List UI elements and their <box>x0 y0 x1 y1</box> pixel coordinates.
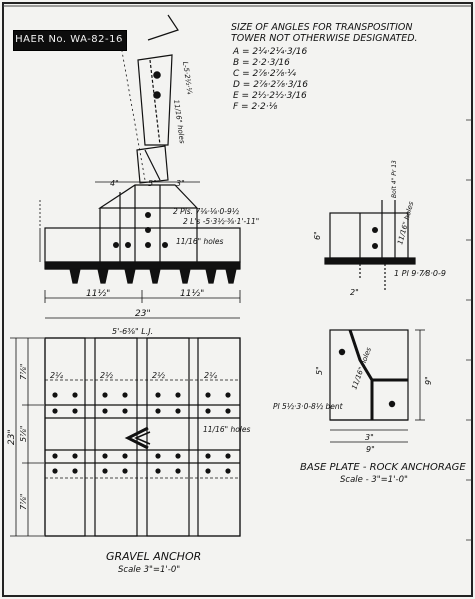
gravel-anchor-title: GRAVEL ANCHOR <box>106 550 201 563</box>
rock-anchor-plan <box>329 329 425 443</box>
gravel-anchor-scale: Scale 3"=1'-0" <box>118 565 180 575</box>
center-chevron <box>124 426 149 450</box>
bolt-hole <box>372 227 378 233</box>
rock-anchor-elevation <box>324 200 416 290</box>
label-holes-upper: 11/16" holes <box>172 99 186 144</box>
dim-9b: 9" <box>366 445 375 454</box>
angle-item-b: B = 2·2·3/16 <box>233 58 290 68</box>
gravel-anchor-plan <box>44 337 241 537</box>
angle-item-a: A = 2¼·2¼·3/16 <box>232 47 308 57</box>
base-channel-elevation <box>39 200 241 284</box>
dim-side-7b: 7⅞" <box>19 493 28 510</box>
angle-item-c: C = 2⅞·2⅞·¼ <box>233 69 296 79</box>
bolt-hole <box>338 348 346 356</box>
dim-3: 3" <box>176 179 185 188</box>
label-angles: 2 L's -5·3½·⅜·1'-11" <box>183 217 259 226</box>
dim-top-23: 23" <box>135 309 151 319</box>
left-dimension-column <box>10 337 44 537</box>
label-plates: 2 Pls. 7⅛·⅛·0-9½ <box>173 207 240 216</box>
row-dim-a: 2¼ <box>50 371 63 380</box>
haer-tag-box <box>13 30 127 51</box>
label-holes-mid: 11/16" holes <box>176 237 223 246</box>
row-dim-b: 2½ <box>100 371 113 380</box>
haer-tag-label: HAER No. WA-82-16 <box>15 34 123 45</box>
dim-9a: 9" <box>424 376 433 385</box>
base-plate-scale: Scale - 3"=1'-0" <box>340 475 408 485</box>
bolt-hole <box>388 400 396 408</box>
angle-item-d: D = 2⅞·2⅞·3/16 <box>233 80 308 90</box>
dim-6: 6" <box>313 231 322 240</box>
dim-side-5: 5⅞" <box>19 425 28 442</box>
label-note-top: Bolt 4" Pr 13 <box>391 160 398 198</box>
angle-item-f: F = 2·2·⅛ <box>233 102 278 112</box>
label-angle-upper: L-5·2½·¼ <box>181 61 194 95</box>
label-anchor-holes: 11/16" holes <box>203 425 250 434</box>
label-plate-bot: Pl 5½·3·0-8½ bent <box>273 402 344 411</box>
angle-schedule-title-1: SIZE OF ANGLES FOR TRANSPOSITION <box>231 22 412 33</box>
base-plate-title: BASE PLATE - ROCK ANCHORAGE <box>300 462 466 473</box>
base-dimensions <box>44 290 241 319</box>
angle-schedule-title-2: TOWER NOT OTHERWISE DESIGNATED. <box>231 33 418 44</box>
dim-side-7a: 7⅞" <box>19 363 28 380</box>
dim-lj: 5'-6⅜" L.J. <box>112 327 153 336</box>
angle-schedule: SIZE OF ANGLES FOR TRANSPOSITION TOWER N… <box>231 22 418 112</box>
dim-5: 5" <box>148 179 157 188</box>
dim-half-right: 11½" <box>180 289 204 299</box>
label-holes-top: 11/16" holes <box>396 200 415 245</box>
dim-2: 2" <box>350 288 359 297</box>
bolt-hole <box>153 91 161 99</box>
label-plate-top: 1 Pl 9·7⁄8·0-9 <box>394 269 446 278</box>
dim-4: 4" <box>110 179 119 188</box>
dim-3: 3" <box>365 433 374 442</box>
angle-item-e: E = 2½·2½·3/16 <box>233 91 307 101</box>
label-holes-bot: 11/16" holes <box>350 346 373 391</box>
right-edge-ticks <box>466 119 472 541</box>
bolt-hole <box>372 243 378 249</box>
dim-5: 5" <box>315 366 324 375</box>
row-dim-c: 2½ <box>152 371 165 380</box>
inclined-post <box>119 14 179 184</box>
bolt-hole <box>153 71 161 79</box>
anchor-bolt-holes <box>52 392 231 474</box>
post-connection <box>97 184 199 262</box>
dim-left-23: 23" <box>7 429 17 445</box>
dim-half-left: 11½" <box>86 289 110 299</box>
row-dim-d: 2¼ <box>204 371 217 380</box>
